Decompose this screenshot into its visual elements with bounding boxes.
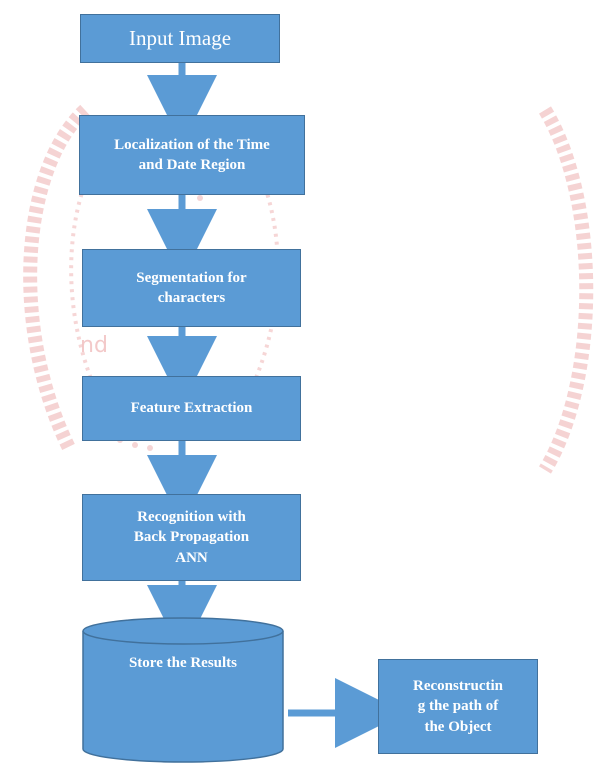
watermark-text: nd bbox=[80, 333, 108, 358]
store-results-label: Store the Results bbox=[128, 655, 238, 671]
recognition-node: Recognition with Back Propagation ANN bbox=[82, 494, 301, 581]
localization-node: Localization of the Time and Date Region bbox=[79, 115, 305, 195]
input-image-node: Input Image bbox=[80, 14, 280, 63]
store-results-cylinder bbox=[82, 617, 284, 763]
feature-extraction-node: Feature Extraction bbox=[82, 376, 301, 441]
segmentation-node: Segmentation for characters bbox=[82, 249, 301, 327]
reconstructing-node: Reconstructin g the path of the Object bbox=[378, 659, 538, 754]
